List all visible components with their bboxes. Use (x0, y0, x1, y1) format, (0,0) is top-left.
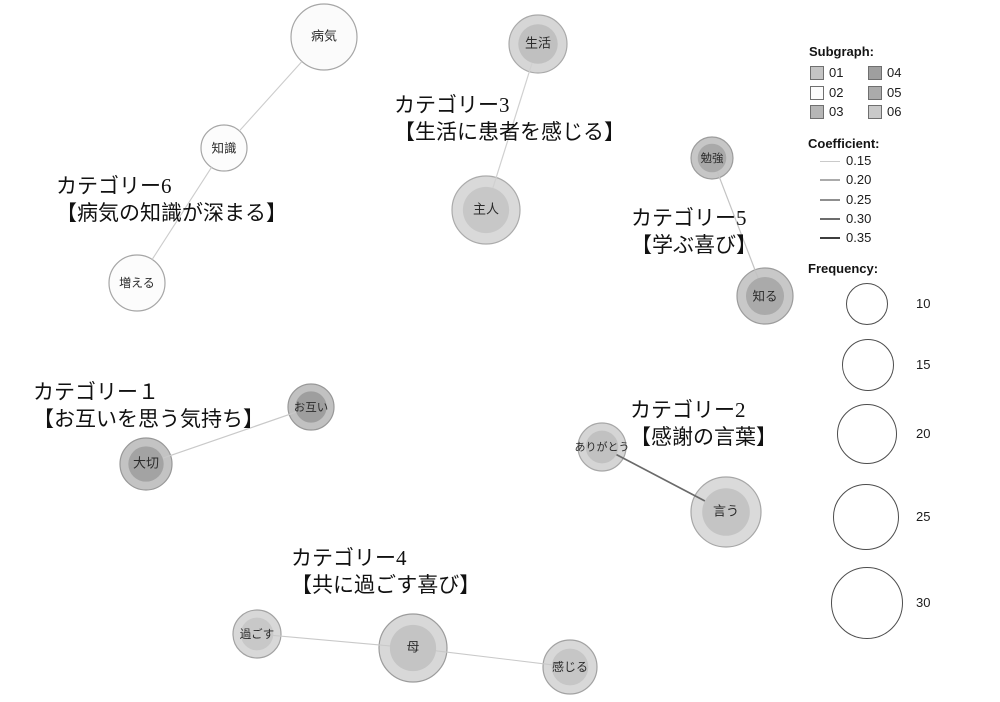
coefficient-value-label: 0.35 (846, 230, 872, 245)
node-circle-fueru (108, 254, 166, 312)
frequency-value-label: 25 (916, 509, 931, 524)
node-inner-seikatsu (518, 24, 558, 64)
legend-subgraph-item-01: 01 (810, 65, 843, 80)
coefficient-value-label: 0.30 (846, 211, 872, 226)
node-label-shujin: 主人 (473, 203, 499, 218)
legend-subgraph-title: Subgraph: (809, 44, 874, 59)
node-inner-kanjiru (551, 648, 589, 686)
legend-subgraph-item-04: 04 (868, 65, 901, 80)
frequency-circle-sample (833, 484, 899, 550)
legend-subgraph-item-05: 05 (868, 85, 901, 100)
node-label-taisetsu: 大切 (133, 457, 159, 472)
subgraph-swatch (868, 104, 882, 119)
frequency-value-label: 10 (916, 296, 931, 311)
node-label-shiru: 知る (752, 289, 777, 304)
subgraph-swatch (810, 85, 824, 100)
coefficient-line-sample (820, 236, 840, 240)
node-label-haha: 母 (406, 641, 419, 656)
edge-byoki-chishiki (238, 61, 303, 132)
coefficient-value-label: 0.20 (846, 172, 872, 187)
edge-chishiki-fueru (151, 167, 213, 260)
node-circle-byoki (290, 3, 358, 71)
frequency-circle-sample (837, 404, 897, 464)
edge-benkyo-shiru (716, 171, 759, 279)
node-inner-shiru (745, 276, 785, 316)
node-label-byoki: 病気 (311, 29, 337, 45)
node-label-chishiki: 知識 (211, 141, 236, 156)
node-inner-taisetsu (128, 446, 164, 482)
node-label-kanjiru: 感じる (552, 659, 588, 674)
coefficient-value-label: 0.25 (846, 192, 872, 207)
subgraph-swatch-label: 05 (887, 85, 902, 100)
edge-seikatsu-shujin (492, 62, 533, 189)
subgraph-swatch (810, 65, 824, 80)
node-inner-sugosu (240, 617, 274, 651)
node-label-sugosu: 過ごす (240, 627, 275, 641)
frequency-circle-sample (831, 567, 903, 639)
frequency-value-label: 20 (916, 426, 931, 441)
coefficient-line-sample (820, 218, 840, 220)
subgraph-swatch-label: 02 (829, 85, 844, 100)
node-label-seikatsu: 生活 (525, 37, 551, 52)
frequency-value-label: 15 (916, 357, 931, 372)
node-inner-otagai (295, 391, 327, 423)
edge-sugosu-haha (273, 634, 391, 647)
node-inner-haha (389, 624, 437, 672)
subgraph-swatch-label: 04 (887, 65, 902, 80)
edge-arigato-iu (616, 453, 706, 502)
node-inner-shujin (462, 186, 510, 234)
legend-subgraph-item-02: 02 (810, 85, 843, 100)
frequency-circle-sample (842, 339, 894, 391)
node-inner-arigato (585, 430, 619, 464)
subgraph-swatch-label: 06 (887, 104, 902, 119)
node-label-iu: 言う (713, 505, 739, 520)
legend-subgraph-item-03: 03 (810, 104, 843, 119)
node-label-arigato: ありがとう (575, 440, 630, 454)
frequency-circle-sample (846, 283, 888, 325)
edge-haha-kanjiru (435, 650, 552, 666)
coefficient-line-sample (820, 179, 840, 181)
subgraph-swatch (868, 65, 882, 80)
node-label-otagai: お互い (294, 400, 329, 414)
coefficient-value-label: 0.15 (846, 153, 872, 168)
frequency-value-label: 30 (916, 595, 931, 610)
edge-otagai-taisetsu (162, 411, 297, 459)
coefficient-line-sample (820, 160, 840, 162)
node-inner-iu (702, 488, 750, 536)
legend-coefficient-title: Coefficient: (808, 136, 880, 151)
node-label-benkyo: 勉強 (701, 151, 724, 165)
node-inner-benkyo (697, 143, 727, 173)
subgraph-swatch (868, 85, 882, 100)
subgraph-swatch (810, 104, 824, 119)
subgraph-swatch-label: 01 (829, 65, 844, 80)
legend-subgraph-item-06: 06 (868, 104, 901, 119)
node-label-fueru: 増える (119, 276, 155, 290)
subgraph-swatch-label: 03 (829, 104, 844, 119)
legend-frequency-title: Frequency: (808, 261, 879, 276)
coefficient-line-sample (820, 199, 840, 201)
node-circle-chishiki (200, 124, 248, 172)
